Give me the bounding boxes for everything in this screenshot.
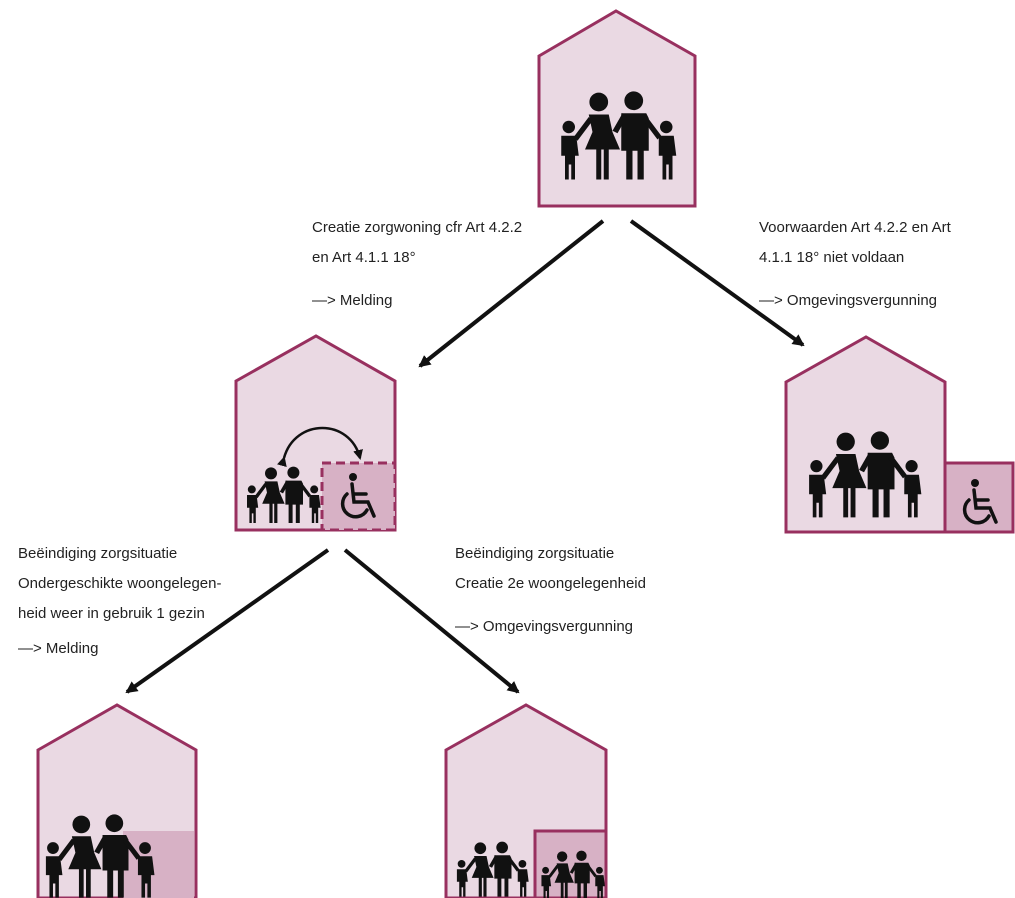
label-care-unit: Creatie zorgwoning cfr Art 4.2.2 en Art … <box>312 213 522 316</box>
label-not-met: Voorwaarden Art 4.2.2 en Art 4.1.1 18° n… <box>759 213 951 316</box>
care-unit-internal <box>320 461 397 532</box>
care-unit-annex <box>943 461 1015 534</box>
label-care-unit-line1: Creatie zorgwoning cfr Art 4.2.2 <box>312 219 523 236</box>
label-end-second: Beëindiging zorgsituatie Creatie 2e woon… <box>455 539 646 642</box>
house-care-unit-inside <box>234 334 397 532</box>
house-two-units <box>444 703 608 898</box>
label-not-met-line2: 4.1.1 18° niet voldaan <box>759 249 905 266</box>
label-care-unit-line2: en Art 4.1.1 18° <box>312 249 416 266</box>
curved-double-arrow-icon <box>277 426 363 468</box>
label-not-met-line1: Voorwaarden Art 4.2.2 en Art <box>759 219 951 236</box>
house-single-family-restored <box>36 703 198 898</box>
label-end-single-line2: Ondergeschikte woongelegen- <box>18 575 222 592</box>
arrow-to-restored <box>125 548 330 694</box>
label-end-single: Beëindiging zorgsituatie Ondergeschikte … <box>18 539 221 664</box>
house-care-unit-attached <box>784 335 1015 534</box>
arrow-to-two-units <box>343 548 520 694</box>
label-end-second-procedure: —> Omgevingsvergunning <box>455 618 634 635</box>
label-end-single-line1: Beëindiging zorgsituatie <box>18 545 178 562</box>
arrow-to-permit <box>629 219 805 347</box>
arrow-to-care-unit <box>418 219 605 368</box>
former-care-unit-area <box>123 831 194 898</box>
label-not-met-procedure: —> Omgevingsvergunning <box>759 292 938 309</box>
label-end-single-procedure: —> Melding <box>18 640 99 657</box>
label-care-unit-procedure: —> Melding <box>312 292 393 309</box>
house-top <box>537 9 697 208</box>
label-end-single-line3: heid weer in gebruik 1 gezin <box>18 605 205 622</box>
label-end-second-line1: Beëindiging zorgsituatie <box>455 545 615 562</box>
label-end-second-line2: Creatie 2e woongelegenheid <box>455 575 646 592</box>
